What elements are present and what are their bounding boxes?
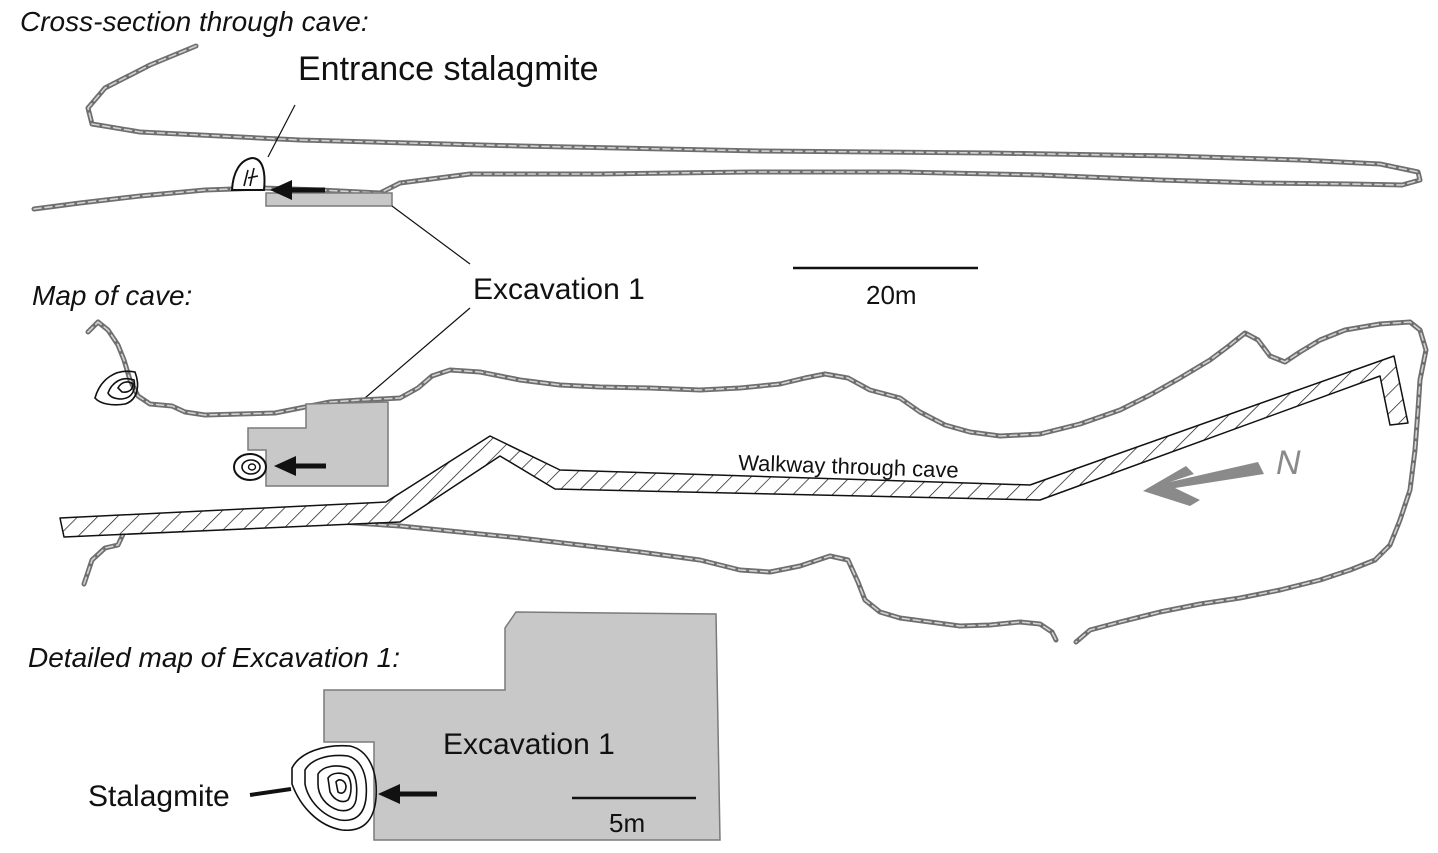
map-upper-wall bbox=[85, 319, 1429, 645]
excavation-label: Excavation 1 bbox=[473, 273, 645, 306]
entrance-stalagmite-label: Entrance stalagmite bbox=[298, 50, 599, 88]
detail-heading: Detailed map of Excavation 1: bbox=[28, 642, 400, 673]
detail-excavation-label: Excavation 1 bbox=[443, 728, 615, 761]
north-label: N bbox=[1276, 444, 1301, 482]
detail-stalagmite-label: Stalagmite bbox=[88, 780, 230, 813]
detail-stalagmite-icon bbox=[291, 744, 378, 831]
scale-label-20m: 20m bbox=[866, 280, 917, 310]
scale-bar-5m: 5m bbox=[572, 796, 696, 838]
detail-stalagmite-leader bbox=[249, 787, 292, 797]
map-stalagmite-icon bbox=[233, 453, 267, 481]
cross-section-heading: Cross-section through cave: bbox=[20, 6, 369, 37]
cross-section-excavation bbox=[265, 192, 393, 207]
cross-section-arrow-icon bbox=[270, 180, 325, 200]
map-arrow-icon bbox=[274, 456, 326, 476]
detail-panel: Detailed map of Excavation 1: Excavation… bbox=[28, 611, 721, 841]
map-entrance-stalagmite-icon bbox=[94, 370, 139, 406]
cross-section-ceiling bbox=[85, 43, 1423, 188]
map-heading: Map of cave: bbox=[32, 280, 192, 311]
entrance-stalagmite-icon bbox=[230, 156, 266, 191]
scale-label-5m: 5m bbox=[609, 808, 645, 838]
north-arrow-icon: N bbox=[1143, 444, 1301, 506]
excavation-leader-bottom bbox=[364, 307, 471, 399]
scale-bar-20m: 20m bbox=[793, 266, 978, 310]
excavation-leader-top bbox=[391, 205, 471, 265]
entrance-leader-line bbox=[267, 104, 296, 158]
detail-arrow-icon bbox=[378, 784, 437, 804]
map-panel: Map of cave: Excavation 1 20m bbox=[32, 205, 1429, 645]
detail-excavation bbox=[323, 611, 721, 841]
cross-section-panel: Cross-section through cave: Entrance sta… bbox=[20, 6, 1423, 212]
walkway bbox=[59, 355, 1409, 538]
